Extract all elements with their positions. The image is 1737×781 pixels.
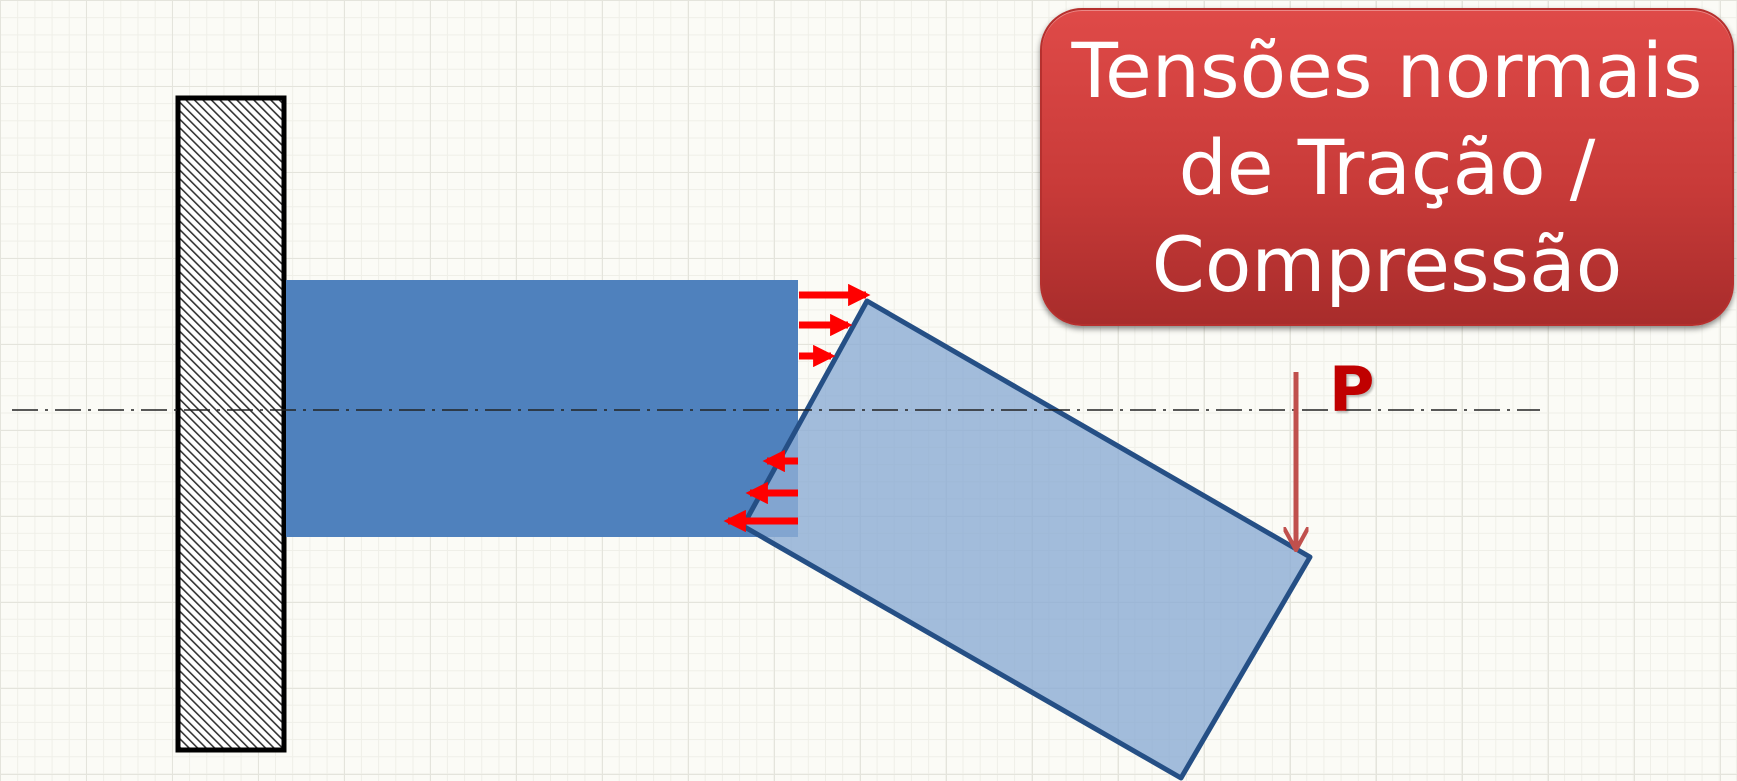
title-banner: Tensões normais de Tração / Compressão (1040, 8, 1734, 326)
load-label-p: P (1329, 353, 1375, 426)
title-text: Tensões normais de Tração / Compressão (1071, 25, 1703, 309)
wall-support (175, 95, 287, 753)
beam-original (286, 280, 798, 537)
beam-deformed (740, 298, 1313, 781)
